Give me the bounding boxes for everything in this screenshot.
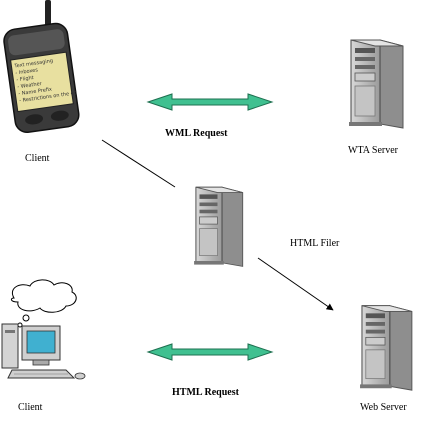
client-bottom-label: Client xyxy=(18,402,43,413)
phone-screen-line: - Weather xyxy=(17,81,43,90)
phone-screen-line: - Name Prefix xyxy=(18,87,52,98)
connector-client-to-filter xyxy=(101,139,176,188)
phone-screen-line: - Inboxes xyxy=(15,67,39,76)
phone-screen-line: Text messaging xyxy=(13,58,53,69)
desktop-computer-icon xyxy=(1,279,86,380)
web-server-icon xyxy=(359,305,413,391)
wml-double-arrow xyxy=(146,93,274,111)
web-server-label: Web Server xyxy=(360,402,407,413)
connector-filter-to-webserver xyxy=(257,257,334,311)
client-top-label: Client xyxy=(25,153,50,164)
wta-server-label: WTA Server xyxy=(348,145,399,156)
html-double-arrow xyxy=(146,343,274,361)
filter-server-icon xyxy=(193,186,244,267)
html-request-label: HTML Request xyxy=(172,387,239,398)
html-filter-label: HTML Filer xyxy=(290,238,340,249)
phone-icon: Text messaging - Inboxes - Flight - Weat… xyxy=(3,0,80,134)
wta-server-icon xyxy=(348,39,404,129)
phone-screen-line: - Flight xyxy=(16,75,34,83)
wml-request-label: WML Request xyxy=(165,128,228,139)
